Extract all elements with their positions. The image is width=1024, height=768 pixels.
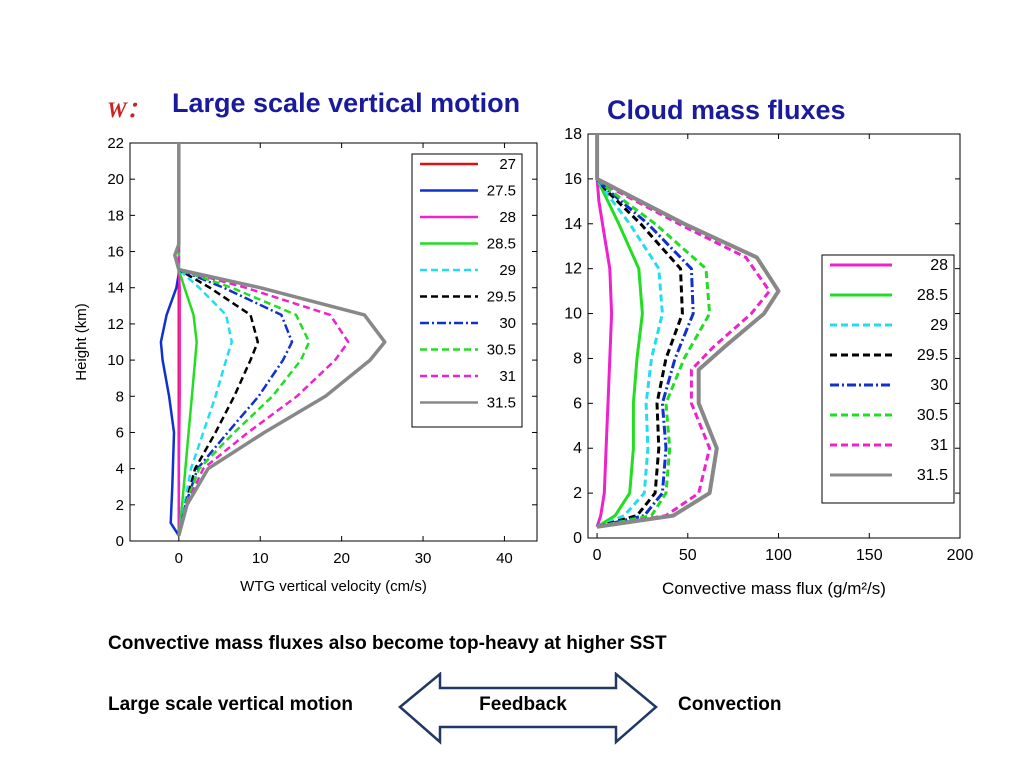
y-tick-label: 16 <box>107 244 124 261</box>
legend-label: 28.5 <box>487 236 516 253</box>
mass-flux-chart: 0 2 4 6 8 10 12 14 16 18 0 50 100 150 200 28 28.5 29 29.5 3… <box>564 128 974 598</box>
series-line-30.5 <box>177 143 311 536</box>
y-tick-label: 12 <box>564 261 582 278</box>
double-arrow-icon <box>398 672 658 745</box>
feedback-label: Feedback <box>479 694 567 715</box>
y-tick-label: 14 <box>107 280 124 297</box>
legend-label: 28 <box>930 257 948 274</box>
series-line-29 <box>177 143 234 536</box>
series-line-31.5 <box>173 143 387 537</box>
x-tick-label: 20 <box>333 550 350 567</box>
legend-label: 28 <box>499 209 516 226</box>
y-tick-label: 6 <box>116 424 124 441</box>
legend-label: 31 <box>930 437 948 454</box>
series-line-28 <box>595 134 614 528</box>
legend-label: 30.5 <box>487 342 516 359</box>
x-tick-label: 50 <box>679 547 697 564</box>
left-chart-title: Large scale vertical motion <box>172 88 521 118</box>
wtg-velocity-chart: 0 2 4 6 8 10 12 14 16 18 20 22 0 10 20 30 40 27 27.5 28 28.5… <box>73 135 538 595</box>
x-tick-label: 100 <box>765 547 792 564</box>
series-line-28.5 <box>595 134 644 529</box>
y-tick-label: 2 <box>116 497 124 514</box>
series-line-30 <box>595 134 695 529</box>
caption-text: Convective mass fluxes also become top-h… <box>108 633 667 654</box>
x-tick-label: 10 <box>252 550 269 567</box>
legend-label: 30.5 <box>917 407 948 424</box>
series-line-28.5 <box>177 143 198 536</box>
x-tick-label: 0 <box>593 547 602 564</box>
series-line-30.5 <box>595 134 712 529</box>
y-tick-label: 4 <box>573 440 582 457</box>
y-tick-label: 10 <box>564 306 582 323</box>
y-tick-label: 16 <box>564 171 582 188</box>
y-tick-label: 4 <box>116 461 124 478</box>
legend-label: 30 <box>930 377 948 394</box>
x-tick-label: 150 <box>856 547 883 564</box>
legend-label: 27 <box>499 156 516 173</box>
x-tick-label: 40 <box>496 550 513 567</box>
series-line-31 <box>177 143 350 536</box>
legend-box <box>411 153 523 428</box>
right-chart-title: Cloud mass fluxes <box>607 95 846 125</box>
legend-label: 29 <box>930 317 948 334</box>
legend-label: 28.5 <box>917 287 948 304</box>
legend-label: 31.5 <box>917 467 948 484</box>
bottom-right-label: Convection <box>678 694 782 715</box>
y-tick-label: 18 <box>107 207 124 224</box>
series-line-27.5 <box>159 143 181 537</box>
w-symbol: W： <box>107 97 149 122</box>
y-axis-label: Height (km) <box>73 303 90 381</box>
y-tick-label: 18 <box>564 128 582 143</box>
y-tick-label: 0 <box>573 530 582 547</box>
y-tick-label: 8 <box>573 350 582 367</box>
x-tick-label: 0 <box>175 550 183 567</box>
legend-label: 29.5 <box>917 347 948 364</box>
y-tick-label: 0 <box>116 533 124 550</box>
x-axis-label: WTG vertical velocity (cm/s) <box>240 578 427 595</box>
legend-label: 30 <box>499 315 516 332</box>
legend-label: 27.5 <box>487 183 516 200</box>
legend-label: 29.5 <box>487 289 516 306</box>
legend-label: 31.5 <box>487 395 516 412</box>
y-tick-label: 10 <box>107 352 124 369</box>
y-tick-label: 6 <box>573 395 582 412</box>
y-tick-label: 22 <box>107 135 124 152</box>
x-tick-label: 30 <box>415 550 432 567</box>
legend-label: 29 <box>499 262 516 279</box>
y-tick-label: 20 <box>107 171 124 188</box>
y-tick-label: 8 <box>116 388 124 405</box>
y-tick-label: 14 <box>564 216 582 233</box>
series-line-29.5 <box>177 143 260 536</box>
legend-label: 31 <box>499 368 516 385</box>
series-line-31.5 <box>595 134 781 529</box>
y-tick-label: 2 <box>573 485 582 502</box>
bottom-left-label: Large scale vertical motion <box>108 694 353 715</box>
x-tick-label: 200 <box>947 547 974 564</box>
y-tick-label: 12 <box>107 316 124 333</box>
x-axis-label: Convective mass flux (g/m²/s) <box>662 579 886 598</box>
